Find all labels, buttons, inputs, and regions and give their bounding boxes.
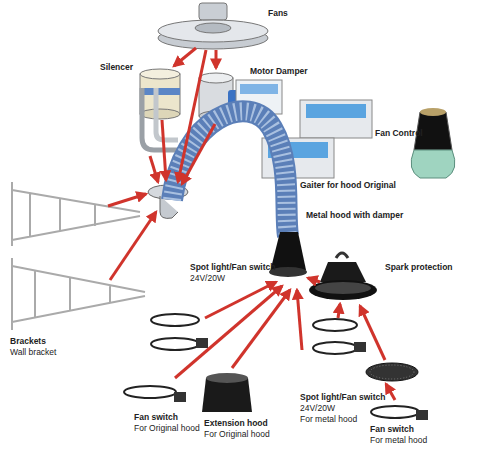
silencer-part (140, 74, 180, 114)
fan-control-box (306, 104, 366, 118)
motor-damper-part (199, 73, 233, 83)
part-label: Motor Damper (250, 66, 308, 76)
fan-unit (199, 3, 227, 20)
spark-grid (366, 363, 418, 381)
part-label: Silencer (100, 62, 133, 72)
red-arrow (174, 48, 196, 66)
part-label: For metal hood (370, 435, 427, 445)
switch-cable (151, 314, 199, 326)
fan-unit (158, 3, 268, 49)
part-label: Extension hood (204, 418, 268, 428)
red-arrow (308, 278, 320, 282)
part-label: Fan switch (134, 412, 178, 422)
red-arrow (108, 48, 395, 400)
part-label: Fan switch (370, 424, 414, 434)
extension-hood (206, 373, 248, 383)
gaiter-part (411, 108, 455, 178)
part-label: For metal hood (300, 414, 357, 424)
silencer-part (140, 69, 180, 79)
spark-grid (366, 363, 418, 381)
part-label: Gaiter for hood Original (300, 180, 396, 190)
fan-control-box (300, 100, 372, 138)
part-label: 24V/20W (300, 403, 335, 413)
part-label: For Original hood (134, 423, 200, 433)
red-arrow (150, 156, 158, 182)
part-label: 24V/20W (190, 273, 225, 283)
switch-cable (124, 314, 428, 420)
u-bracket (142, 88, 178, 150)
red-arrow (338, 304, 340, 318)
red-arrow (178, 50, 206, 182)
part-label: Wall bracket (10, 347, 56, 357)
part-label: Spot light/Fan switch (300, 392, 385, 402)
spark-grid (370, 365, 414, 379)
switch-cable (124, 386, 176, 398)
gaiter-part (420, 108, 446, 116)
silencer-part (140, 88, 180, 95)
switch-cable (371, 406, 419, 418)
motor-damper-part (240, 84, 278, 94)
red-arrow (108, 194, 146, 206)
red-arrow (386, 384, 395, 400)
part-label: Fans (268, 8, 288, 18)
switch-cable (313, 342, 357, 354)
part-label: Spark protection (385, 262, 453, 272)
red-arrow (162, 120, 166, 180)
switch-cable (174, 392, 186, 402)
metal-hood (309, 253, 377, 300)
red-arrow (297, 290, 302, 350)
switch-cable (196, 338, 208, 348)
metal-hood (320, 262, 366, 282)
part-label: For Original hood (204, 429, 270, 439)
u-bracket (156, 88, 178, 140)
wall-bracket (12, 258, 145, 330)
gaiter-part (411, 150, 455, 178)
fan-unit (158, 20, 268, 42)
silencer-part (140, 109, 180, 119)
red-arrow (232, 290, 290, 368)
switch-cable (151, 338, 199, 350)
silencer-part (140, 69, 180, 119)
part-label: Spot light/Fan switch (190, 262, 275, 272)
switch-cable (354, 342, 366, 352)
part-label: Brackets (10, 336, 46, 346)
metal-hood (315, 282, 371, 294)
fan-unit (195, 23, 231, 33)
metal-hood (336, 253, 348, 258)
switch-cable (416, 410, 428, 420)
red-arrow (360, 306, 385, 360)
red-arrow (215, 50, 218, 68)
part-label: Metal hood with damper (306, 210, 403, 220)
switch-cable (313, 319, 357, 331)
red-arrow (175, 286, 282, 378)
part-label: Fan Control (375, 128, 423, 138)
extension-hood (202, 378, 252, 412)
red-arrow (110, 212, 156, 280)
u-bracket (142, 88, 178, 150)
red-arrow (182, 124, 215, 184)
extension-hood (202, 373, 252, 412)
wall-bracket (12, 182, 140, 246)
